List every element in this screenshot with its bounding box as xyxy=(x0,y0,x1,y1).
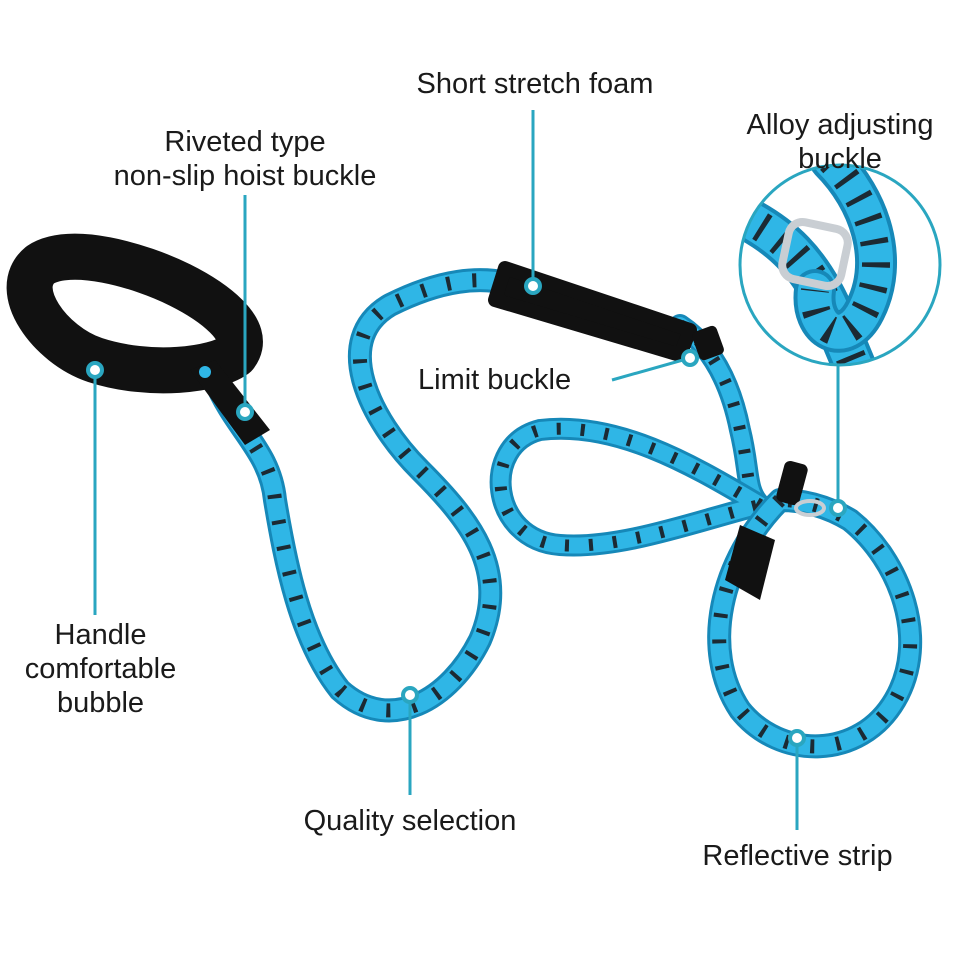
callout-line-limit xyxy=(611,356,691,382)
label-riveted-buckle: Riveted type non-slip hoist buckle xyxy=(95,125,395,193)
label-alloy-buckle: Alloy adjusting buckle xyxy=(720,108,960,176)
short-stretch-foam xyxy=(488,261,697,362)
label-handle-line1: Handle xyxy=(54,619,147,651)
callout-dot-limit xyxy=(681,349,699,367)
label-riveted-line2: non-slip hoist buckle xyxy=(113,160,377,192)
limit-buckle xyxy=(725,460,826,600)
callout-dots xyxy=(86,277,847,747)
handle-foam-loop xyxy=(6,233,263,394)
label-riveted-line1: Riveted type xyxy=(164,126,326,158)
label-alloy-line1: Alloy adjusting xyxy=(746,109,934,141)
label-short-foam: Short stretch foam xyxy=(390,67,680,101)
callout-dot-alloy xyxy=(829,499,847,517)
callout-dot-riveted xyxy=(236,403,254,421)
riveted-hoist-buckle xyxy=(190,360,270,445)
label-quality: Quality selection xyxy=(280,804,540,838)
label-alloy-line2: buckle xyxy=(798,143,882,175)
callout-dot-foam xyxy=(524,277,542,295)
label-handle-line2: comfortable xyxy=(24,653,177,685)
label-limit-line1: Limit buckle xyxy=(418,364,572,396)
label-reflective-strip: Reflective strip xyxy=(680,839,915,873)
label-handle-line3: bubble xyxy=(56,687,145,719)
callout-dot-reflective xyxy=(788,729,806,747)
label-foam-line1: Short stretch foam xyxy=(416,68,654,100)
callout-dot-handle xyxy=(86,361,104,379)
zoom-inset xyxy=(738,163,942,367)
label-limit-buckle: Limit buckle xyxy=(418,363,618,397)
label-reflective-line1: Reflective strip xyxy=(702,840,893,872)
label-quality-line1: Quality selection xyxy=(303,805,517,837)
foam-end-tab xyxy=(692,325,724,361)
callout-lines xyxy=(93,110,840,830)
label-handle-bubble: Handle comfortable bubble xyxy=(8,618,193,720)
callout-dot-quality xyxy=(401,686,419,704)
